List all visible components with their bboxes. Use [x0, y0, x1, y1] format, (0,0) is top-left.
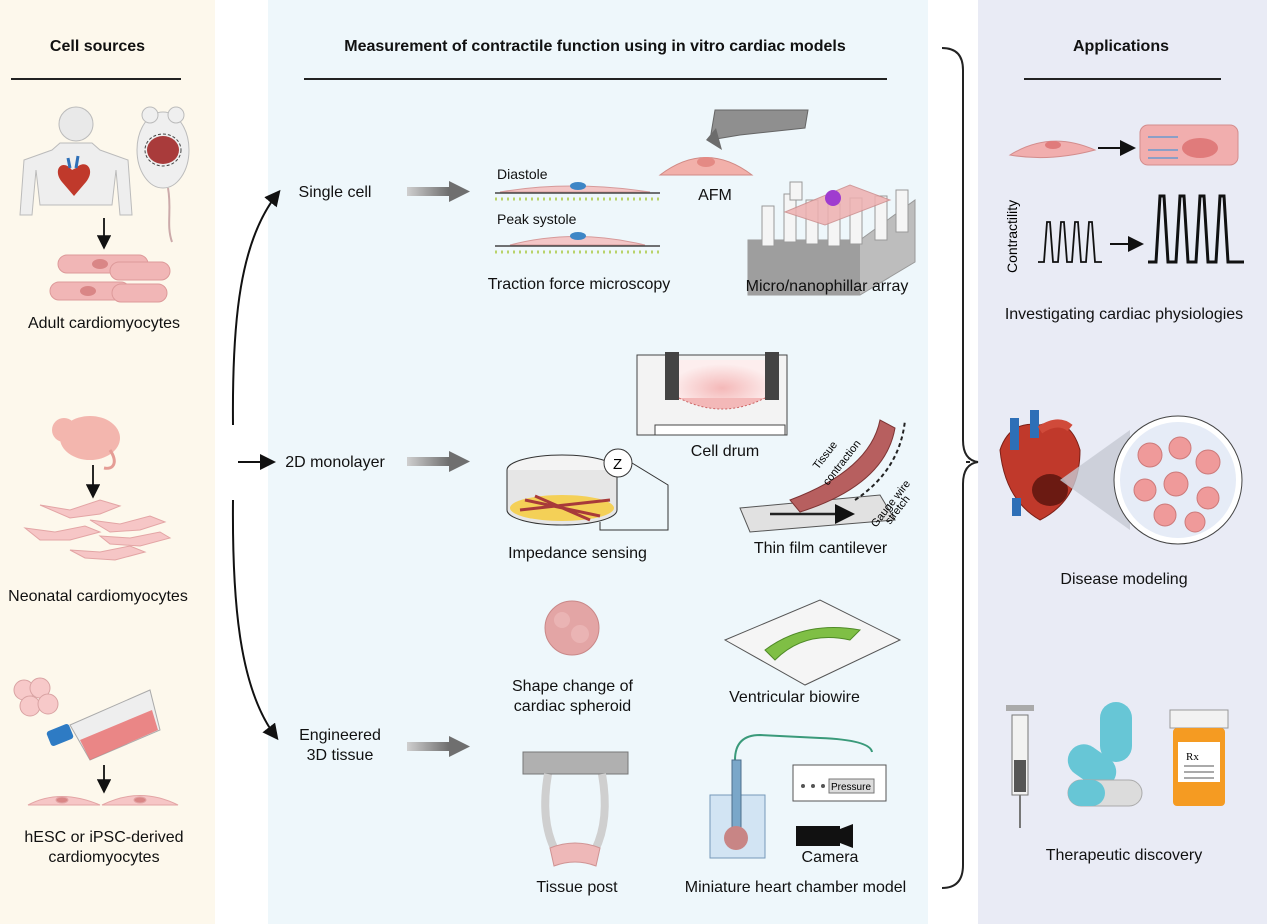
label-engineered: Engineered	[299, 727, 381, 744]
header-rule-right	[1024, 78, 1221, 80]
disease-tissue-icon	[1113, 415, 1243, 545]
label-2d-monolayer: 2D monolayer	[285, 454, 385, 471]
header-applications: Applications	[1072, 38, 1169, 55]
heart-icon	[57, 155, 91, 196]
label-heart-chamber: Miniature heart chamber model	[684, 879, 907, 896]
cell-drum-icon	[636, 352, 788, 436]
impedance-sensor-icon	[506, 448, 669, 531]
label-therapeutic-discovery: Therapeutic discovery	[1045, 847, 1203, 864]
spheroid-icon	[544, 600, 600, 656]
heart-chamber-icon	[709, 733, 887, 859]
thin-film-cantilever-icon	[739, 419, 906, 533]
rx-label: Rx	[1186, 751, 1199, 763]
strong-contraction-trace	[1148, 194, 1244, 264]
contractility-label: Contractility	[1004, 200, 1020, 273]
label-disease-modeling: Disease modeling	[1060, 571, 1188, 588]
label-cell-drum: Cell drum	[690, 443, 760, 460]
label-tissue-post: Tissue post	[536, 879, 618, 896]
traction-systole-icon	[495, 232, 660, 254]
label-impedance: Impedance sensing	[508, 545, 647, 562]
label-stem-line2: cardiomyocytes	[48, 849, 160, 866]
stem-cells-icon	[13, 677, 59, 717]
capsule-icon-2	[1067, 779, 1143, 807]
culture-flask-icon	[46, 689, 161, 761]
label-investigating-physiologies: Investigating cardiac physiologies	[1004, 306, 1244, 323]
adult-cardiomyocytes-icon	[49, 254, 171, 303]
traction-diastole-icon	[495, 182, 660, 201]
heart-organ-icon	[999, 410, 1081, 521]
label-adult-cardiomyocytes: Adult cardiomyocytes	[27, 315, 181, 332]
zoom-wedge	[1060, 430, 1130, 530]
capsule-icon-1	[1067, 702, 1132, 788]
label-biowire: Ventricular biowire	[729, 689, 860, 706]
syringe-icon	[1006, 705, 1034, 828]
gray-arrow-3d-tissue	[407, 736, 470, 757]
bracket	[941, 47, 979, 889]
gray-arrow-single-cell	[407, 181, 470, 202]
weak-contraction-trace	[1038, 221, 1102, 263]
label-traction-force: Traction force microscopy	[487, 276, 671, 293]
label-camera: Camera	[801, 849, 859, 866]
biowire-icon	[723, 599, 902, 686]
header-measurement: Measurement of contractile function usin…	[344, 38, 846, 55]
header-rule-left	[11, 78, 181, 80]
label-diastole: Diastole	[497, 166, 548, 182]
camera-icon	[796, 824, 853, 848]
neonatal-rat-icon	[52, 416, 120, 470]
pillar-array-icon	[747, 181, 916, 296]
label-thin-film: Thin film cantilever	[753, 540, 888, 557]
label-spheroid-line1: Shape change of	[512, 678, 633, 695]
header-rule-middle	[304, 78, 887, 80]
neonatal-cardiomyocytes-icon	[23, 499, 172, 561]
label-spheroid-line2: cardiac spheroid	[513, 698, 632, 715]
mature-cell-icon	[1139, 124, 1239, 166]
label-peak-systole: Peak systole	[497, 211, 577, 227]
label-neonatal-cardiomyocytes: Neonatal cardiomyocytes	[8, 588, 188, 605]
label-afm: AFM	[698, 187, 732, 204]
afm-probe-icon	[658, 109, 809, 176]
label-3d-tissue: 3D tissue	[306, 747, 374, 764]
pressure-label: Pressure	[831, 782, 871, 793]
header-cell-sources: Cell sources	[49, 38, 146, 55]
label-single-cell: Single cell	[298, 184, 372, 201]
small-cell-icon	[1008, 140, 1097, 159]
label-stem-line1: hESC or iPSC-derived	[24, 829, 184, 846]
curved-arrow-single-cell	[231, 189, 281, 426]
impedance-z-label: Z	[613, 456, 622, 473]
tissue-post-icon	[522, 751, 629, 867]
ipsc-cardiomyocytes-icon	[27, 795, 179, 806]
curved-arrow-3d-tissue	[231, 499, 279, 741]
gray-arrow-monolayer	[407, 451, 470, 472]
pill-bottle-icon	[1169, 709, 1229, 806]
label-pillar-array: Micro/nanophillar array	[745, 278, 909, 295]
rat-icon	[136, 106, 190, 243]
